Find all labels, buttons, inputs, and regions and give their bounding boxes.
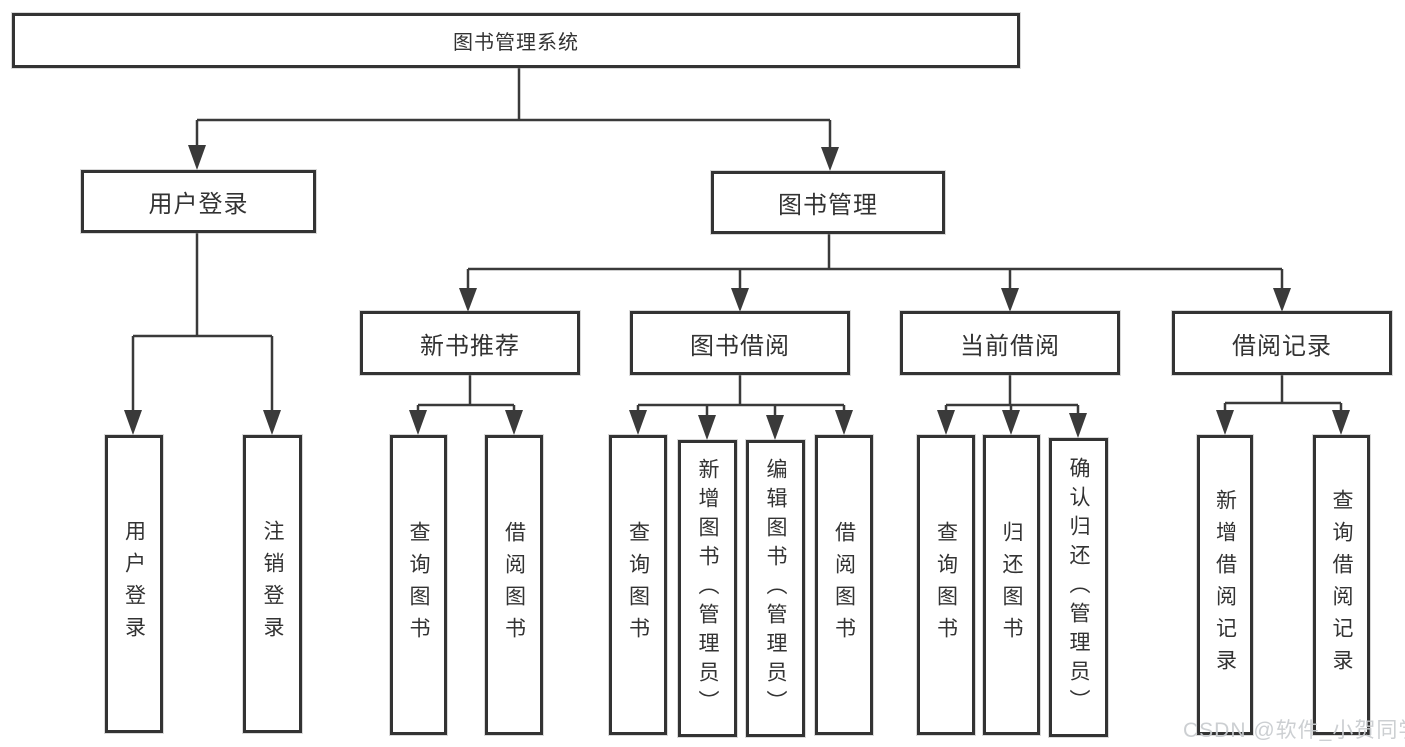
arrowhead-return-book (1002, 410, 1020, 435)
node-user-login: 用户登录 (81, 170, 316, 233)
arrowhead-add-record (1216, 410, 1234, 435)
leaf-borrow-books-recommend: 借阅图书 (485, 435, 543, 735)
leaf-query-borrow-record: 查询借阅记录 (1313, 435, 1370, 735)
arrowhead-query1 (409, 410, 427, 435)
arrowhead-query3 (937, 410, 955, 435)
leaf-logout: 注销登录 (243, 435, 302, 733)
node-new-book-recommend: 新书推荐 (360, 311, 580, 375)
leaf-user-login: 用户登录 (105, 435, 163, 733)
arrowhead-query-record (1332, 410, 1350, 435)
leaf-add-books-admin: 新增图书（管理员） (678, 440, 737, 737)
arrowhead-borrowing-records (1273, 288, 1291, 312)
node-borrowing-records: 借阅记录 (1172, 311, 1392, 375)
arrowhead-leaf-user-login (124, 410, 142, 435)
leaf-confirm-return-admin: 确认归还（管理员） (1049, 438, 1108, 737)
leaf-edit-books-admin: 编辑图书（管理员） (746, 440, 805, 737)
arrowhead-edit-book (766, 415, 784, 440)
leaf-add-borrow-record: 新增借阅记录 (1197, 435, 1253, 735)
leaf-query-books-borrowing: 查询图书 (609, 435, 667, 735)
arrowhead-borrow2 (835, 410, 853, 435)
leaf-borrow-books-borrowing: 借阅图书 (815, 435, 873, 735)
arrowhead-book-management (821, 147, 839, 171)
arrowhead-user-login (188, 145, 206, 170)
leaf-query-books-current: 查询图书 (917, 435, 975, 735)
arrowhead-book-borrowing (731, 288, 749, 312)
csdn-watermark: CSDN @软件_小贺同学 (1183, 719, 1405, 742)
arrowhead-confirm-return (1069, 413, 1087, 438)
leaf-query-books-recommend: 查询图书 (390, 435, 447, 735)
arrowhead-leaf-logout (263, 410, 281, 435)
node-book-borrowing: 图书借阅 (630, 311, 850, 375)
leaf-return-books: 归还图书 (983, 435, 1040, 735)
node-book-management: 图书管理 (711, 171, 945, 234)
node-current-borrowing: 当前借阅 (900, 311, 1120, 375)
node-root: 图书管理系统 (12, 13, 1020, 68)
arrowhead-add-book (698, 415, 716, 440)
arrowheads (124, 145, 1350, 440)
arrowhead-borrow1 (505, 410, 523, 435)
arrowhead-query2 (629, 410, 647, 435)
arrowhead-current-borrowing (1001, 288, 1019, 312)
arrowhead-new-book-recommend (459, 288, 477, 312)
